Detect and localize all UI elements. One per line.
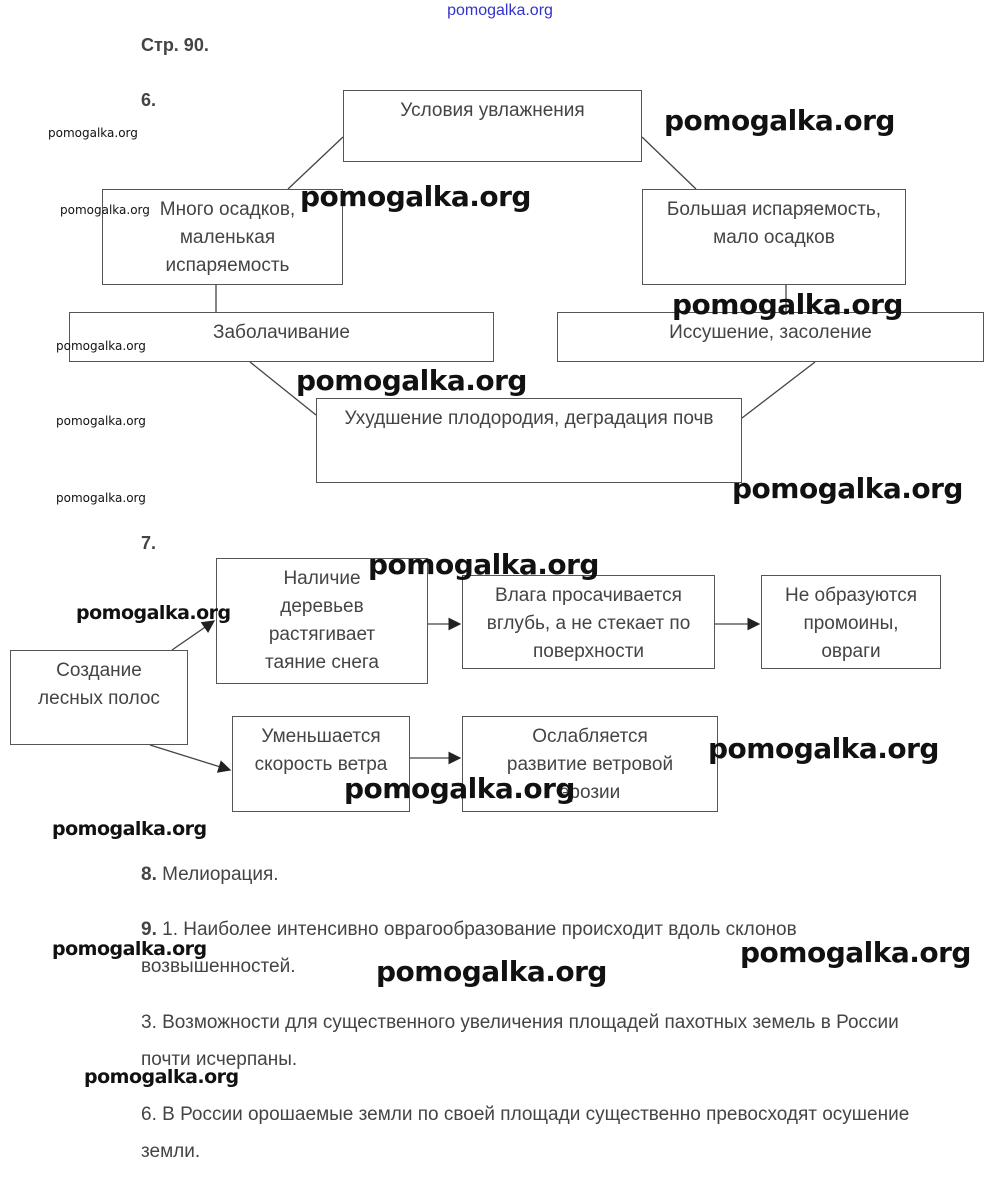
task-6-number: 6. <box>141 90 157 110</box>
watermark: pomogalka.org <box>56 414 146 428</box>
watermark: pomogalka.org <box>344 772 575 805</box>
watermark: pomogalka.org <box>664 104 895 137</box>
line-left-bottom <box>249 361 317 416</box>
box-much-precipitation: Много осадков, маленькая испаряемость <box>102 189 343 285</box>
arrow-4 <box>149 744 232 773</box>
box-drying-salinization: Иссушение, засоление <box>557 312 984 362</box>
watermark: pomogalka.org <box>368 548 599 581</box>
line-top-left <box>287 136 344 190</box>
box-soil-degradation: Ухудшение плодородия, деградация почв <box>316 398 742 483</box>
watermark: pomogalka.org <box>76 602 231 624</box>
watermark: pomogalka.org <box>84 1066 239 1088</box>
line-right-bottom <box>741 361 816 419</box>
watermark: pomogalka.org <box>52 938 207 960</box>
watermark: pomogalka.org <box>52 818 207 840</box>
watermark: pomogalka.org <box>60 203 150 217</box>
task-9-text-1: 1. Наиболее интенсивно оврагообразование… <box>141 919 797 977</box>
watermark: pomogalka.org <box>48 126 138 140</box>
box-chain1-step1: Наличие деревьев растягивает таяние снег… <box>216 558 428 684</box>
box-chain1-step2: Влага просачивается вглубь, а не стекает… <box>462 575 715 669</box>
box-chain2-step2: Ослабляется развитие ветровой эрозии <box>462 716 718 812</box>
task-8-number: 8. <box>141 864 157 885</box>
task-8-text: Мелиорация. <box>162 864 279 885</box>
watermark: pomogalka.org <box>296 364 527 397</box>
box-forest-belts: Создание лесных полос <box>10 650 188 745</box>
task-8: 8. Мелиорация. <box>141 856 941 893</box>
box-chain1-step3: Не образуются промоины, овраги <box>761 575 941 669</box>
task-9-number: 9. <box>141 919 157 940</box>
page-number: Стр. 90. <box>141 35 209 55</box>
watermark: pomogalka.org <box>672 288 903 321</box>
box-chain2-step1: Уменьшается скорость ветра <box>232 716 410 812</box>
box-high-evaporation: Большая испаряемость, мало осадков <box>642 189 906 285</box>
task-9-item-6: 6. В России орошаемые земли по своей пло… <box>141 1104 910 1162</box>
line-top-right <box>641 136 697 190</box>
task-9-item-1: 9. 1. Наиболее интенсивно оврагообразова… <box>141 911 941 985</box>
box-moisture-conditions: Условия увлажнения <box>343 90 642 162</box>
box-swamping: Заболачивание <box>69 312 494 362</box>
arrow-1 <box>171 620 216 651</box>
watermark: pomogalka.org <box>708 732 939 765</box>
watermark: pomogalka.org <box>740 936 971 969</box>
watermark: pomogalka.org <box>300 180 531 213</box>
watermark: pomogalka.org <box>376 955 607 988</box>
watermark: pomogalka.org <box>732 472 963 505</box>
watermark: pomogalka.org <box>56 339 146 353</box>
task-7-number: 7. <box>141 533 157 553</box>
task-9-item-3: 3. Возможности для существенного увеличе… <box>141 1012 899 1070</box>
watermark-top: pomogalka.org <box>447 2 553 19</box>
watermark: pomogalka.org <box>56 491 146 505</box>
